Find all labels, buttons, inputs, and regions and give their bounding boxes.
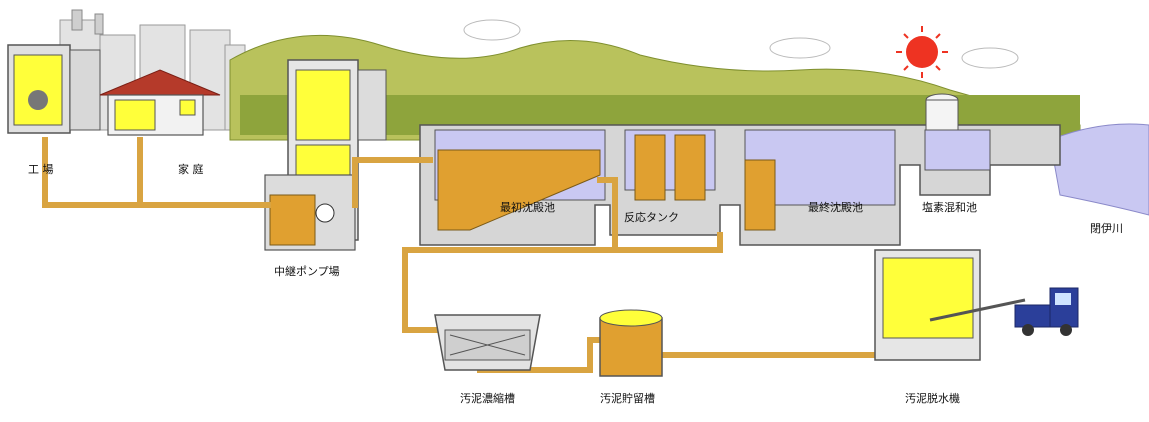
tank-structure — [419, 93, 1061, 246]
sludge-dewatering-machine — [874, 249, 1026, 361]
label-sludge-thickener: 汚泥濃縮槽 — [460, 392, 515, 405]
label-household: 家 庭 — [178, 163, 204, 176]
label-final-settling-tank: 最終沈殿池 — [808, 201, 863, 214]
label-sludge-dewatering-machine: 汚泥脱水機 — [905, 392, 960, 405]
label-relay-pump-station: 中継ポンプ場 — [274, 265, 340, 278]
label-river: 閉伊川 — [1090, 222, 1123, 235]
label-reaction-tank: 反応タンク — [624, 211, 679, 224]
truck-icon — [1014, 287, 1079, 336]
relay-pump-station — [264, 59, 387, 251]
chimneys — [71, 9, 104, 35]
house-icon — [99, 69, 221, 136]
factory-icon — [7, 44, 101, 134]
clouds — [463, 19, 1019, 69]
sludge-storage-tank — [599, 309, 663, 377]
label-factory: 工 場 — [28, 163, 54, 176]
river — [1049, 123, 1149, 216]
sewage-pipes — [42, 137, 908, 373]
label-chlorine-mixing-tank: 塩素混和池 — [922, 201, 977, 214]
label-primary-settling-tank: 最初沈殿池 — [500, 201, 555, 214]
label-sludge-storage-tank: 汚泥貯留槽 — [600, 392, 655, 405]
sun-icon — [896, 26, 948, 78]
sludge-thickener — [434, 314, 541, 371]
